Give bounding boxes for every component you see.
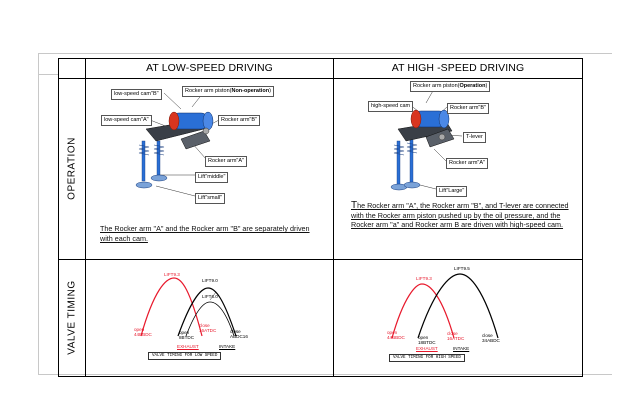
row-label-valve-timing: VALVE TIMING <box>66 280 78 355</box>
row-label-operation: OPERATION <box>66 137 78 200</box>
intake-lift-curve-high <box>417 273 499 339</box>
high-speed-mechanism-illustration <box>390 88 463 191</box>
high-lift-exhaust: LIFT9.3 <box>416 276 432 281</box>
low-timing-caption: VALVE TIMING FOR LOW SPEED <box>148 352 222 360</box>
table-top-border <box>58 58 583 59</box>
high-speed-description: The Rocker arm "A", the Rocker arm "B", … <box>351 200 569 230</box>
header-high-speed: AT HIGH -SPEED DRIVING <box>391 62 525 74</box>
high-speed-valve-timing-graph <box>391 273 499 339</box>
intake-lift-curve-low-2 <box>185 301 235 337</box>
callout-rocker-arm-b-low: Rocker arm"B" <box>218 115 260 126</box>
header-divider <box>58 78 583 79</box>
callout-t-lever: T-lever <box>463 132 486 143</box>
cam-lobe-blue <box>202 111 214 131</box>
table-left-border <box>58 58 59 377</box>
callout-rocker-piston-nonop: Rocker arm piston(Non-operation) <box>182 86 274 97</box>
high-exhaust-label: EXHAUST <box>416 346 438 351</box>
callout-rocker-arm-a-low: Rocker arm"A" <box>205 156 247 167</box>
low-speed-mechanism-illustration <box>135 92 220 197</box>
callout-rocker-arm-b-high: Rocker arm"B" <box>447 103 489 114</box>
low-lift-intake-2: LIFT6.0 <box>202 294 218 299</box>
callout-lift-middle: Lift"middle" <box>195 172 229 183</box>
valve-head-large-2 <box>403 181 421 189</box>
table-bottom-border <box>58 376 583 377</box>
intake-lift-curve-low-1 <box>177 287 237 337</box>
low-speed-description: The Rocker arm "A" and the Rocker arm "B… <box>100 224 310 243</box>
low-lift-exhaust: LIFT9.3 <box>164 272 180 277</box>
callout-lift-small: Lift"small" <box>195 193 226 204</box>
outer-top-rule <box>38 53 612 54</box>
high-lift-intake: LIFT9.5 <box>454 266 470 271</box>
callout-high-speed-cam: high-speed cam <box>368 101 414 112</box>
exhaust-lift-curve-high <box>391 283 455 339</box>
low-lift-intake-1: LIFT9.0 <box>202 278 218 283</box>
row-divider <box>58 259 583 260</box>
callout-low-speed-cam-b: low-speed cam"B" <box>111 89 162 100</box>
callout-low-speed-cam-a: low-speed cam"A" <box>101 115 152 126</box>
table-right-border <box>582 58 583 377</box>
high-intake-label: INTAKE <box>453 346 470 351</box>
center-column-divider <box>333 58 334 377</box>
callout-rocker-arm-a-high: Rocker arm"A" <box>446 158 488 169</box>
cam-lobe-red <box>168 111 180 131</box>
low-speed-valve-timing-graph <box>140 277 237 337</box>
outer-left-edge <box>38 53 39 375</box>
outer-bottom-rule <box>38 374 612 375</box>
rocker-arm-a <box>180 130 211 150</box>
header-low-speed: AT LOW-SPEED DRIVING <box>146 62 273 74</box>
callout-rocker-piston-op: Rocker arm piston(Operation) <box>410 81 491 92</box>
low-intake-label: INTAKE <box>219 344 236 349</box>
valve-head-middle <box>150 174 168 182</box>
label-column-divider <box>85 58 86 377</box>
outer-left-rule <box>38 74 58 75</box>
low-exhaust-label: EXHAUST <box>177 344 199 349</box>
valve-head-small <box>135 181 153 189</box>
high-timing-caption: VALVE TIMING FOR HIGH SPEED <box>389 354 465 362</box>
callout-lift-large: Lift"Large" <box>436 186 468 197</box>
